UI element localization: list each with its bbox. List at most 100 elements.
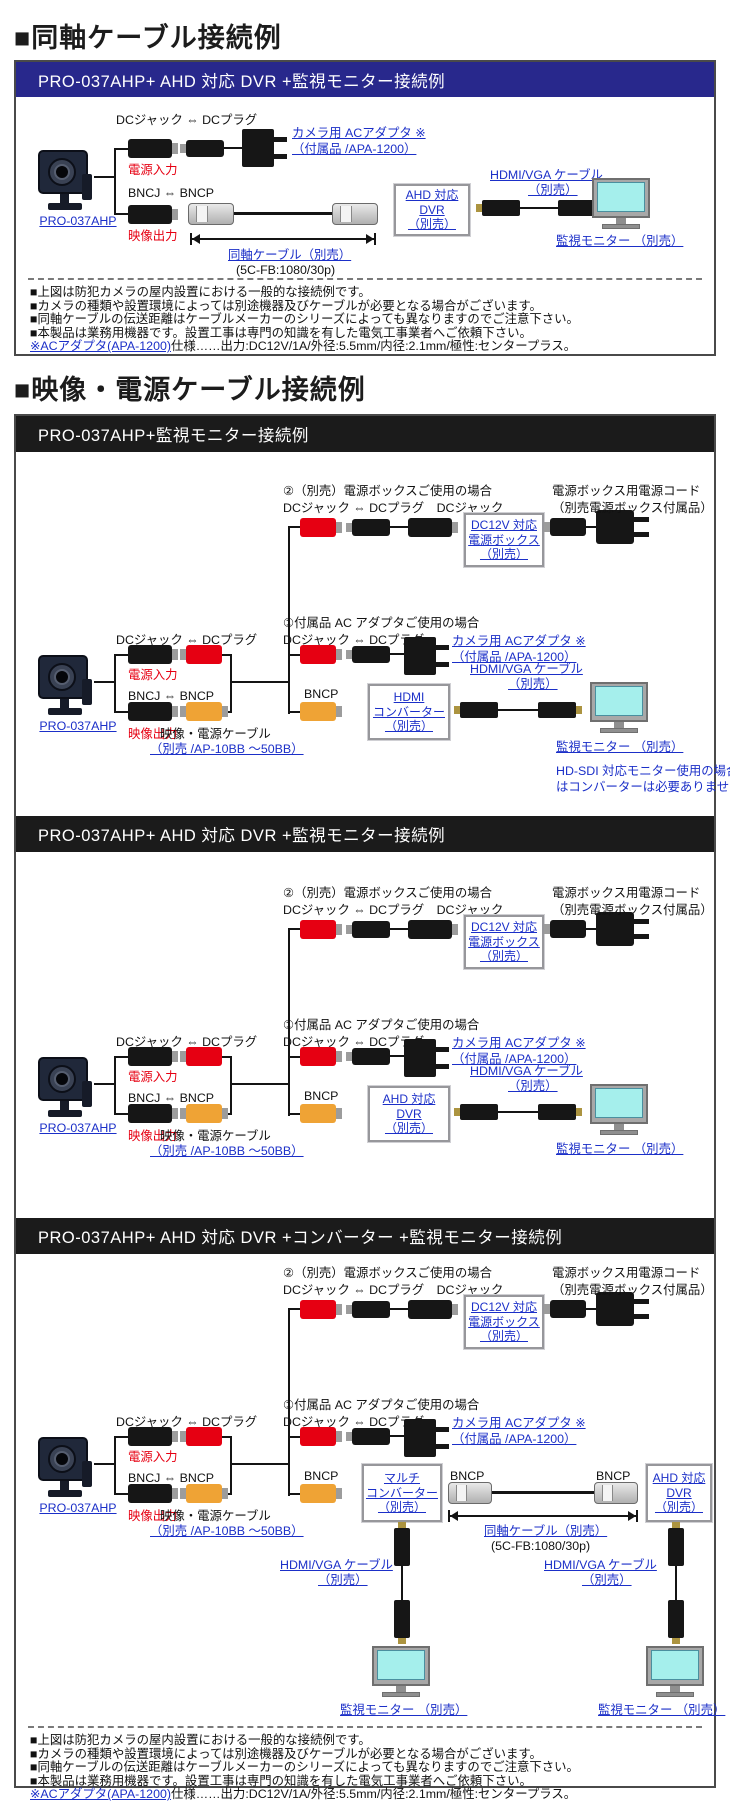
av-cable-link[interactable]: （別売 /AP-10BB ～50BB） <box>150 1524 304 1538</box>
coax-cable-link[interactable]: 同軸ケーブル（別売） <box>228 248 352 262</box>
ahd-dvr-link1[interactable]: AHD 対応 <box>382 1092 436 1107</box>
hdmi-converter-box: HDMI コンバーター （別売） <box>368 684 450 740</box>
dc12v-link1[interactable]: DC12V 対応 <box>470 518 538 533</box>
monitor-link[interactable]: 監視モニター （別売） <box>556 740 684 754</box>
camera-model-link[interactable]: PRO-037AHP <box>39 1121 117 1135</box>
multi-conv-link2[interactable]: コンバーター <box>365 1485 438 1500</box>
hdmi-conv-link3[interactable]: （別売） <box>384 719 433 734</box>
multi-conv-link3[interactable]: （別売） <box>377 1500 426 1515</box>
camera-icon <box>36 1053 94 1119</box>
hdmi-vga-cable-link[interactable]: HDMI/VGA ケーブル <box>470 662 583 676</box>
hdmi-vga-cable-link2[interactable]: （別売） <box>528 183 578 197</box>
case1-sub: DCジャック ⇔ DCプラグ <box>283 1415 425 1429</box>
divider-dashed <box>28 1726 702 1728</box>
camera-model-link[interactable]: PRO-037AHP <box>39 214 117 228</box>
power-cord-label: 電源ボックス用電源コード <box>552 1266 701 1280</box>
section-title-video-power: ■映像・電源ケーブル接続例 <box>14 375 366 405</box>
ahd-dvr-link3[interactable]: （別売） <box>384 1121 433 1136</box>
ahd-dvr-link2[interactable]: DVR <box>396 1106 422 1121</box>
dc12v-link3[interactable]: （別売） <box>479 949 528 964</box>
dc12v-link1[interactable]: DC12V 対応 <box>470 1300 538 1315</box>
hdmi-vga-cable-link2[interactable]: （別売） <box>508 677 558 691</box>
dc-plug-connector <box>346 921 390 938</box>
wire <box>114 1436 128 1438</box>
case1-sub: DCジャック ⇔ DCプラグ <box>283 633 425 647</box>
av-cable-link[interactable]: （別売 /AP-10BB ～50BB） <box>150 742 304 756</box>
monitor-icon <box>590 682 648 734</box>
camera-ac-adapter-link2[interactable]: （付属品 /APA-1200） <box>452 1432 577 1446</box>
camera-ac-adapter-link2[interactable]: （付属品 /APA-1200） <box>452 650 577 664</box>
banner-dvr-monitor: PRO-037AHP+ AHD 対応 DVR +監視モニター接続例 <box>16 816 714 852</box>
camera-ac-adapter-link[interactable]: カメラ用 ACアダプタ ※ <box>452 1036 586 1050</box>
wire <box>586 1308 596 1310</box>
ac-adapter-icon <box>242 129 287 167</box>
bncp-label: BNCP <box>304 687 339 701</box>
hdmi-conv-link1[interactable]: HDMI <box>393 690 425 705</box>
hdmi-vga-cable-link2[interactable]: （別売） <box>318 1573 368 1587</box>
av-cable-link[interactable]: （別売 /AP-10BB ～50BB） <box>150 1144 304 1158</box>
dc-plug-connector <box>346 1301 390 1318</box>
ahd-dvr-link1[interactable]: AHD 対応 <box>652 1471 706 1486</box>
hdmi-vga-cable-link[interactable]: HDMI/VGA ケーブル <box>280 1558 393 1572</box>
case2-sub: DCジャック ⇔ DCプラグ DCジャック <box>283 1283 504 1297</box>
camera-model-link[interactable]: PRO-037AHP <box>39 719 117 733</box>
hdmi-conv-link2[interactable]: コンバーター <box>372 704 445 719</box>
case2-title: ②（別売）電源ボックスご使用の場合 <box>283 484 492 498</box>
dc12v-link2[interactable]: 電源ボックス <box>468 934 540 949</box>
ahd-dvr-link2[interactable]: DVR <box>419 202 445 217</box>
note-line: ■上図は防犯カメラの屋内設置における一般的な接続例です。 <box>30 285 371 299</box>
wire <box>114 148 128 150</box>
hdmi-connector-right <box>558 200 602 216</box>
dc12v-link3[interactable]: （別売） <box>479 1329 528 1344</box>
camera-ac-adapter-link[interactable]: カメラ用 ACアダプタ ※ <box>452 634 586 648</box>
multi-conv-link1[interactable]: マルチ <box>383 1471 420 1486</box>
ahd-dvr-link1[interactable]: AHD 対応 <box>405 188 459 203</box>
camera-ac-adapter-link[interactable]: カメラ用 ACアダプタ ※ <box>452 1416 586 1430</box>
hdmi-vga-cable-link[interactable]: HDMI/VGA ケーブル <box>490 168 603 182</box>
wire <box>390 1308 408 1310</box>
coax-spec-label: (5C-FB:1080/30p) <box>236 263 336 277</box>
camera-model-link[interactable]: PRO-037AHP <box>39 1501 117 1515</box>
wire <box>114 654 128 656</box>
hdmi-vga-cable-link2[interactable]: （別売） <box>582 1573 632 1587</box>
dc12v-link3[interactable]: （別売） <box>479 547 528 562</box>
ahd-dvr-link3[interactable]: （別売） <box>654 1500 703 1515</box>
hdmi-vga-cable-link[interactable]: HDMI/VGA ケーブル <box>544 1558 657 1572</box>
monitor-icon <box>592 178 650 230</box>
wire <box>401 1566 403 1600</box>
coax-cable-link[interactable]: 同軸ケーブル（別売） <box>484 1524 608 1538</box>
banner-coax-dvr-monitor: PRO-037AHP+ AHD 対応 DVR +監視モニター接続例 <box>16 62 714 97</box>
dc-jack-connector <box>408 518 458 537</box>
dc-jack-connector <box>128 645 178 664</box>
bnc-plug-left <box>188 203 234 225</box>
monitor-link[interactable]: 監視モニター （別売） <box>556 234 684 248</box>
camera-ac-adapter-link[interactable]: カメラ用 ACアダプタ ※ <box>292 126 426 140</box>
dc12v-link2[interactable]: 電源ボックス <box>468 532 540 547</box>
dc12v-link1[interactable]: DC12V 対応 <box>470 920 538 935</box>
coax-cable-wire <box>234 212 332 215</box>
hdsdi-note2: はコンバーターは必要ありません。 <box>556 780 730 794</box>
case2-title: ②（別売）電源ボックスご使用の場合 <box>283 1266 492 1280</box>
ahd-dvr-link3[interactable]: （別売） <box>407 217 456 232</box>
case2-sub: DCジャック ⇔ DCプラグ DCジャック <box>283 501 504 515</box>
bncp-label: BNCP <box>304 1469 339 1483</box>
monitor-link[interactable]: 監視モニター （別売） <box>598 1703 726 1717</box>
camera-icon <box>36 651 94 717</box>
hdmi-vga-cable-link[interactable]: HDMI/VGA ケーブル <box>470 1064 583 1078</box>
ac-adapter-spec-link[interactable]: ※ACアダプタ(APA-1200) <box>30 1787 171 1802</box>
ac-adapter-spec-link[interactable]: ※ACアダプタ(APA-1200) <box>30 339 171 354</box>
power-cord-label2: （別売電源ボックス付属品） <box>552 501 713 515</box>
wire <box>94 1083 114 1085</box>
dc12v-link2[interactable]: 電源ボックス <box>468 1314 540 1329</box>
dc-jack-connector <box>408 920 458 939</box>
hdmi-vga-cable-link2[interactable]: （別売） <box>508 1079 558 1093</box>
dc-plug-connector <box>346 519 390 536</box>
monitor-link[interactable]: 監視モニター （別売） <box>556 1142 684 1156</box>
av-cable-label: 映像・電源ケーブル <box>160 1509 271 1523</box>
hdmi-connector-left <box>476 200 520 216</box>
camera-ac-adapter-link2[interactable]: （付属品 /APA-1200） <box>292 142 417 156</box>
monitor-link[interactable]: 監視モニター （別売） <box>340 1703 468 1717</box>
hdmi-connector-left <box>454 702 498 718</box>
ahd-dvr-link2[interactable]: DVR <box>666 1485 692 1500</box>
camera-ac-adapter-link2[interactable]: （付属品 /APA-1200） <box>452 1052 577 1066</box>
